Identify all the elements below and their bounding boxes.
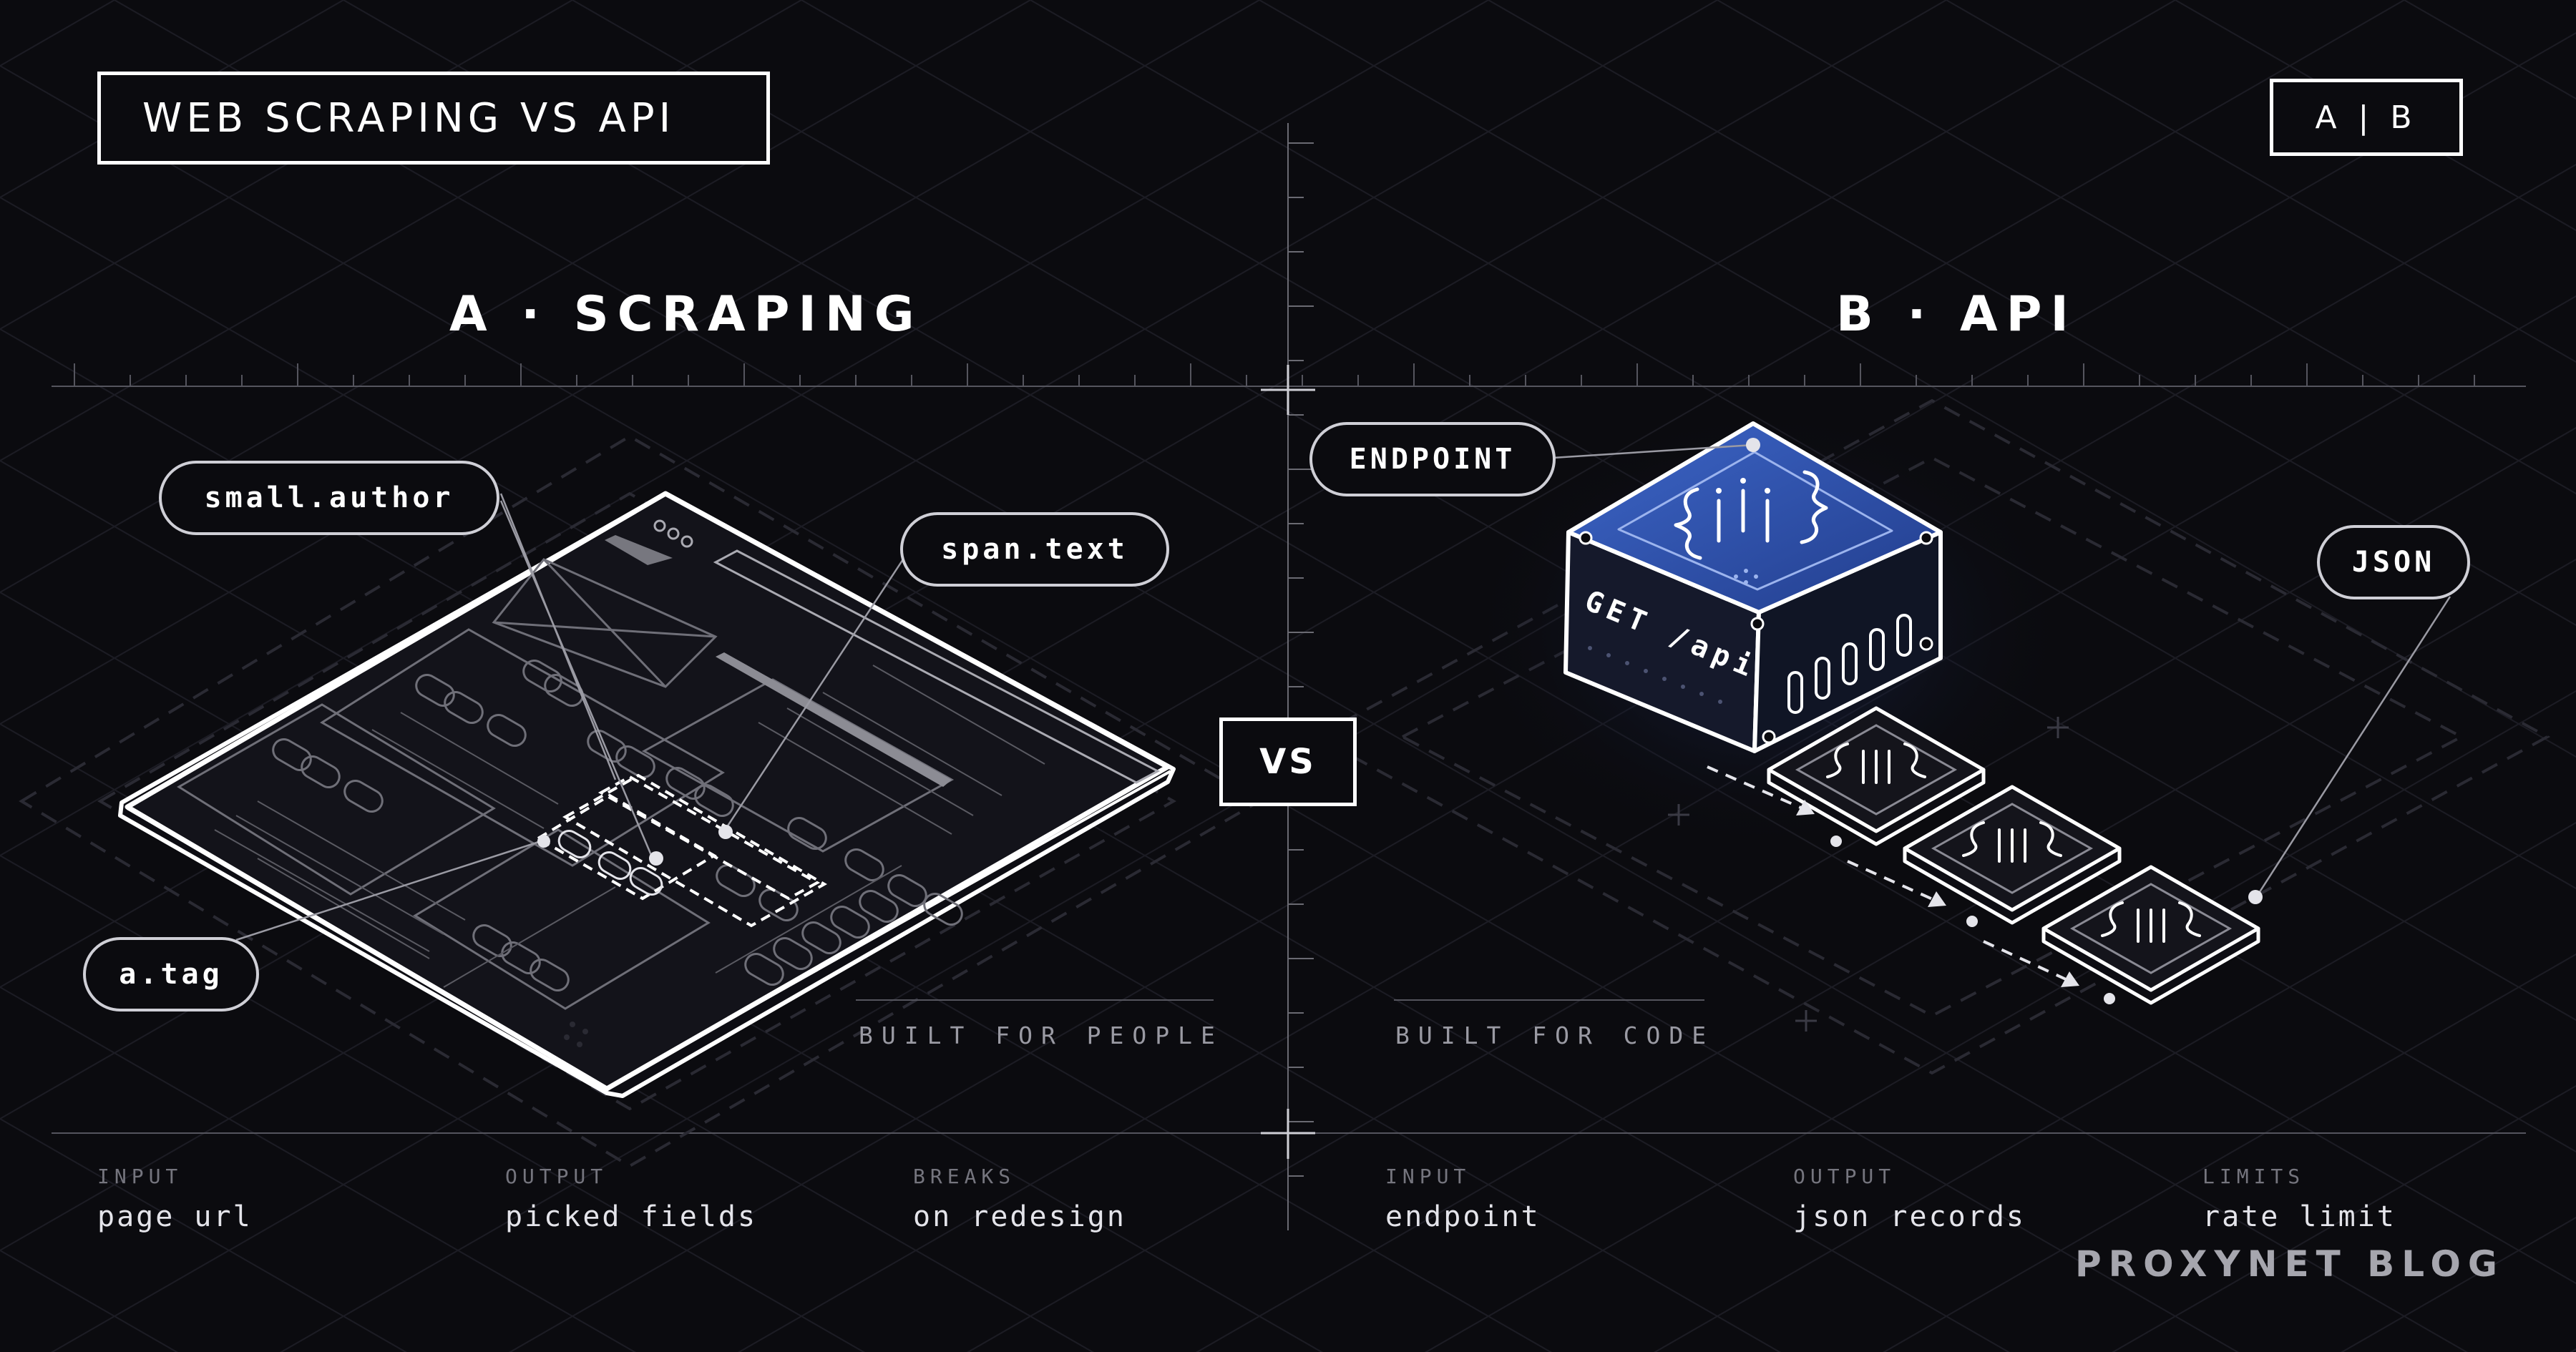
webpage-placeholder-pill: [272, 738, 312, 771]
ab-toggle[interactable]: A | B: [2270, 79, 2463, 156]
scraping-footer-output-label: OUTPUT: [505, 1165, 608, 1188]
webpage-placeholder-pill: [665, 767, 706, 800]
webpage-placeholder-pill: [830, 906, 870, 939]
vent-slot: [1842, 642, 1858, 685]
flow-arrows: [1707, 765, 2074, 984]
author-anchor-dot: [649, 851, 663, 866]
text-anchor-dot: [718, 825, 733, 839]
tag-anchor-dot: [537, 835, 550, 848]
webpage-text-line: [822, 692, 1002, 796]
webpage-text-line: [257, 858, 430, 959]
arrow-head-2: [1928, 891, 1946, 907]
webpage-text-line: [235, 815, 444, 935]
scraping-footer-output-value: picked fields: [505, 1200, 758, 1233]
flow-dot-3: [2104, 993, 2115, 1004]
flow-dot-2: [1966, 916, 1978, 927]
api-section-title: B · API: [1836, 286, 2077, 343]
webpage-placeholder-pill: [444, 691, 484, 724]
label-small-author: small.author: [159, 461, 499, 535]
webpage-placeholder-pill: [801, 921, 841, 954]
webpage-text-line: [715, 865, 902, 974]
vs-badge: VS: [1219, 717, 1357, 806]
webpage-text-line: [872, 665, 1045, 765]
webpage-text-line: [400, 712, 559, 805]
webpage-placeholder-pill: [487, 714, 527, 747]
crosshair-marks: [1668, 717, 2069, 1032]
label-endpoint: ENDPOINT: [1309, 422, 1556, 496]
label-a-tag: a.tag: [83, 937, 259, 1011]
webpage-placeholder-pill: [859, 890, 899, 923]
api-footer-limits-value: rate limit: [2202, 1200, 2396, 1233]
scraping-footer-breaks-value: on redesign: [913, 1200, 1126, 1233]
webpage-placeholder-pill: [544, 674, 584, 707]
api-footer-limits-label: LIMITS: [2202, 1165, 2306, 1188]
arrow-head-3: [2061, 971, 2079, 987]
webpage-placeholder-pill: [787, 817, 827, 850]
webpage-illustration: [118, 491, 1176, 1098]
webpage-text-line: [257, 800, 466, 921]
api-caption: BUILT FOR CODE: [1395, 1022, 1715, 1049]
center-divider: [1261, 123, 1315, 1230]
webpage-placeholder-pill: [472, 924, 512, 957]
scraping-section-title: A · SCRAPING: [449, 286, 923, 343]
webpage-text-line: [214, 829, 430, 952]
arrow-head-1: [1796, 800, 1815, 815]
json-tile: [1903, 785, 2122, 925]
label-json: JSON: [2317, 525, 2470, 599]
flow-dot-1: [1830, 836, 1842, 847]
webpage-placeholder-pill: [694, 784, 734, 817]
scraping-footer-input-value: page url: [97, 1200, 253, 1233]
vent-slot: [1896, 614, 1912, 657]
webpage-placeholder-pill: [522, 660, 562, 692]
webpage-placeholder-pill: [744, 953, 784, 986]
api-footer-input-label: INPUT: [1385, 1165, 1471, 1188]
webpage-text-line: [758, 722, 952, 835]
webpage-text-line: [443, 886, 616, 988]
scraping-leader-lines: [235, 493, 904, 941]
webpage-text-line: [786, 707, 974, 816]
json-tile: [2041, 865, 2260, 1005]
webpage-text-line: [371, 729, 545, 829]
webpage-placeholder-pill: [343, 780, 384, 813]
json-anchor-dot: [2248, 890, 2263, 904]
webpage-placeholder-pill: [415, 674, 455, 707]
vent-slot: [1787, 671, 1803, 714]
brand-footer: PROXYNET BLOG: [2075, 1243, 2504, 1285]
webpage-placeholder-pill: [530, 959, 570, 991]
webpage-placeholder-pill: [587, 730, 627, 763]
label-span-text: span.text: [900, 512, 1169, 587]
json-records: [1767, 706, 2260, 1005]
endpoint-anchor-dot: [1746, 438, 1760, 452]
webpage-placeholder-pill: [301, 755, 341, 788]
api-leader-lines: [1552, 444, 2451, 899]
scraping-footer-input-label: INPUT: [97, 1165, 183, 1188]
api-server-cube: GET /api: [1563, 421, 1943, 753]
webpage-placeholder-pill: [501, 941, 541, 974]
api-footer-output-label: OUTPUT: [1793, 1165, 1896, 1188]
page-title: WEB SCRAPING VS API: [97, 72, 770, 165]
json-tile: [1767, 706, 1986, 846]
api-footer-input-value: endpoint: [1385, 1200, 1541, 1233]
scraping-caption: BUILT FOR PEOPLE: [859, 1022, 1224, 1049]
webpage-placeholder-pill: [615, 745, 655, 778]
vent-slot: [1815, 657, 1830, 700]
api-footer-output-value: json records: [1793, 1200, 2026, 1233]
webpage-placeholder-pill: [923, 893, 963, 926]
vent-slot: [1869, 628, 1885, 671]
webpage-placeholder-pill: [773, 937, 813, 970]
webpage-placeholder-pill: [844, 848, 884, 881]
scraping-footer-breaks-label: BREAKS: [913, 1165, 1016, 1188]
